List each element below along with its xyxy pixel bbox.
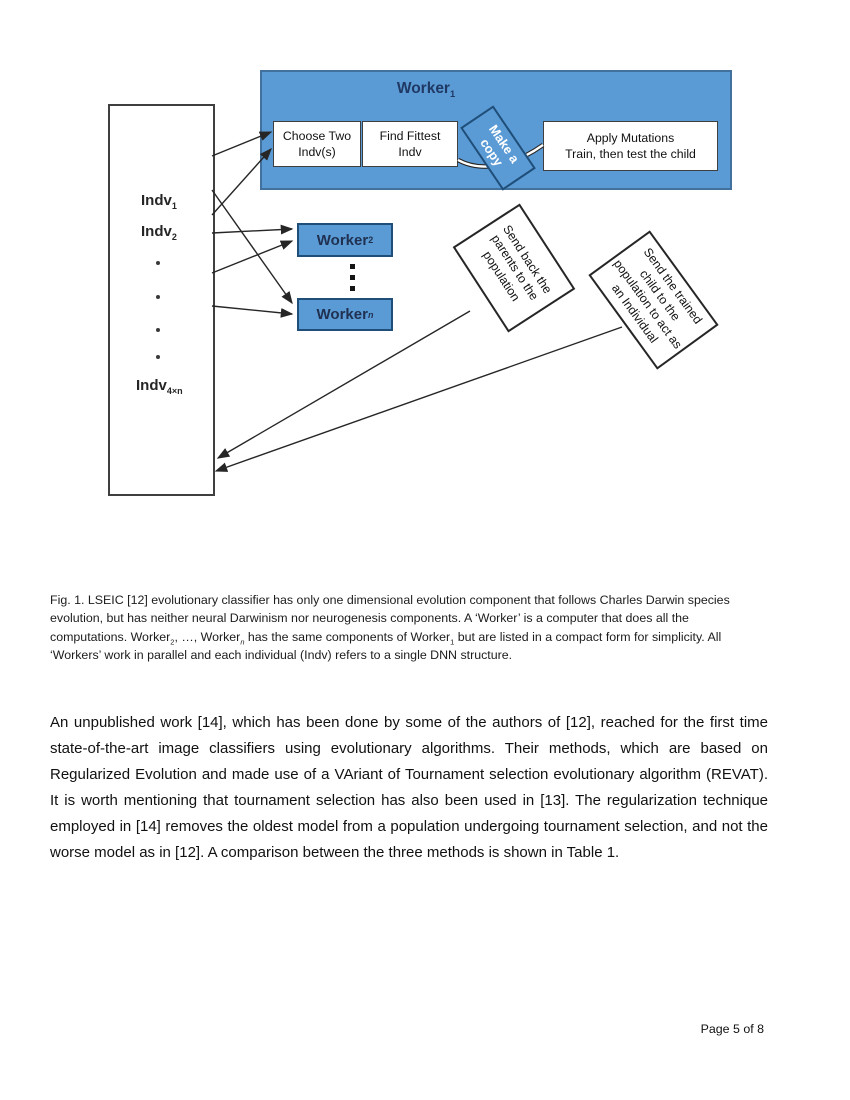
ellipsis-dot [350, 264, 355, 269]
ellipsis-dot [156, 261, 160, 265]
figure-caption: Fig. 1. LSEIC [12] evolutionary classifi… [50, 593, 730, 663]
arrow-pop-to-workern-2 [211, 305, 294, 318]
ellipsis-dot [350, 275, 355, 280]
find-fittest-indv-box: Find Fittest Indv [362, 121, 458, 167]
ellipsis-dot [156, 328, 160, 332]
label-indv-2: Indv2 [141, 223, 177, 242]
ellipsis-dot [350, 286, 355, 291]
body-paragraph: An unpublished work [14], which has been… [50, 714, 768, 861]
arrow-pop-to-workern-1 [211, 189, 293, 305]
arrow-sendchild-to-pop [214, 326, 623, 472]
worker1-title: Worker1 [396, 80, 456, 100]
label-indv-4xn: Indv4×n [136, 377, 183, 396]
ellipsis-dot [156, 295, 160, 299]
population-box [108, 104, 215, 496]
label-indv-1: Indv1 [141, 192, 177, 211]
choose-two-indv-box: Choose Two Indv(s) [273, 121, 361, 167]
page-number: Page 5 of 8 [700, 1022, 764, 1036]
send-child-box: Send the trained child to the population… [588, 230, 719, 370]
apply-mutations-box: Apply Mutations Train, then test the chi… [543, 121, 718, 171]
arrow-pop-to-worker2-2 [211, 240, 294, 274]
arrow-pop-to-worker2-1 [211, 224, 294, 235]
arrow-sendparents-to-pop [216, 310, 471, 459]
ellipsis-dot [156, 355, 160, 359]
send-parents-box: Send back the parents to the population [452, 203, 576, 333]
